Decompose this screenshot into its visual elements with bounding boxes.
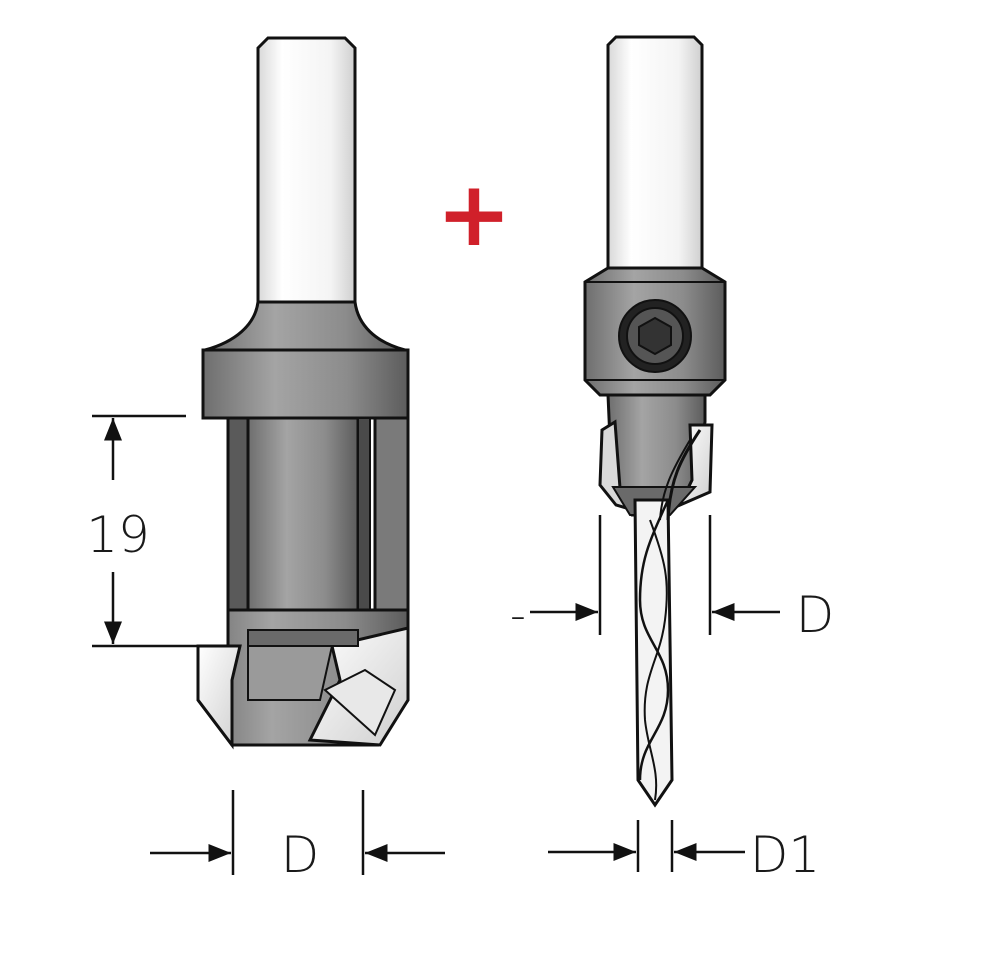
plug-cutter-collar (201, 348, 410, 420)
drill-diameter-label: D1 (750, 826, 820, 884)
right-width-dimension: - D (510, 515, 834, 644)
plus-sign: + (436, 162, 511, 267)
height-label: 19 (86, 506, 150, 564)
plug-cutter-core (246, 416, 360, 632)
drill-shank (606, 35, 704, 270)
plug-cutter-right-wall (373, 416, 410, 632)
plug-cutter-shank (256, 36, 357, 304)
left-width-label: D (281, 826, 320, 884)
drill-diameter-dimension: D1 (548, 820, 820, 884)
plug-cutter (196, 36, 410, 750)
height-dimension: 19 (86, 414, 228, 648)
countersink-right-wing (676, 423, 714, 508)
right-top-label: - (510, 590, 526, 641)
plug-cutter-left-blade (196, 644, 242, 750)
left-width-dimension: D (150, 790, 445, 884)
countersink-drill (583, 35, 727, 808)
plug-cutter-neck (204, 300, 406, 352)
right-width-label: D (796, 586, 835, 644)
